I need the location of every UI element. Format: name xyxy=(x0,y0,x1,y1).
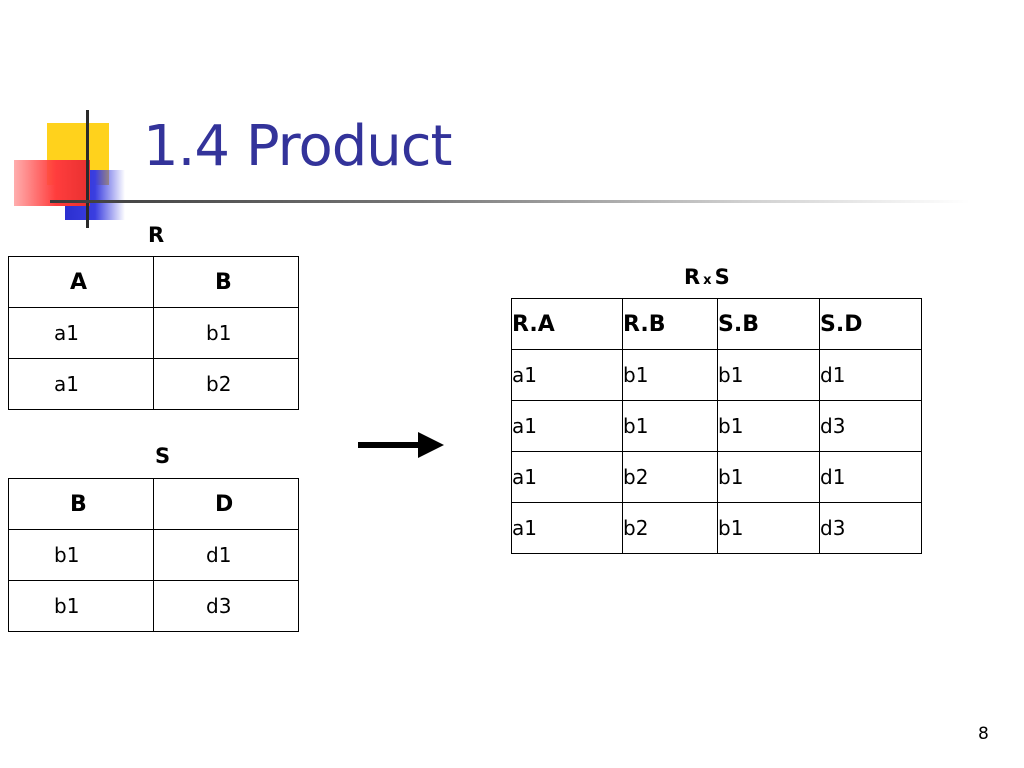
table-header-cell: R.B xyxy=(622,298,718,350)
table-header-cell: S.D xyxy=(819,298,922,350)
table-row: a1 b1 xyxy=(8,307,299,359)
table-cell: a1 xyxy=(511,502,623,554)
label-right: S xyxy=(714,265,730,289)
table-header-cell: R.A xyxy=(511,298,623,350)
table-cell: d3 xyxy=(153,580,299,632)
table-cell: b2 xyxy=(153,358,299,410)
slide-title: 1.4 Product xyxy=(143,114,452,179)
table-cell: b1 xyxy=(717,502,820,554)
table-cell: d1 xyxy=(153,529,299,581)
page-number: 8 xyxy=(978,724,989,744)
table-cell: a1 xyxy=(511,400,623,452)
table-header-row: R.A R.B S.B S.D xyxy=(511,298,922,350)
table-cell: a1 xyxy=(511,451,623,503)
table-row: a1 b2 xyxy=(8,358,299,410)
table-cell: b2 xyxy=(622,502,718,554)
table-row: a1 b2 b1 d3 xyxy=(511,502,922,554)
table-row: b1 d3 xyxy=(8,580,299,632)
table-cell: d3 xyxy=(819,400,922,452)
product-operator: x xyxy=(703,273,712,288)
table-cell: b2 xyxy=(622,451,718,503)
table-cell: d1 xyxy=(819,349,922,401)
arrow-right-icon xyxy=(358,432,444,458)
table-row: a1 b1 b1 d3 xyxy=(511,400,922,452)
table-rxs: R.A R.B S.B S.D a1 b1 b1 d1 a1 b1 b1 d3 … xyxy=(511,298,922,554)
table-cell: b1 xyxy=(8,580,154,632)
table-row: b1 d1 xyxy=(8,529,299,581)
table-cell: b1 xyxy=(717,451,820,503)
table-cell: b1 xyxy=(717,349,820,401)
vertical-rule xyxy=(86,110,89,228)
table-cell: d1 xyxy=(819,451,922,503)
table-cell: b1 xyxy=(8,529,154,581)
table-row: a1 b2 b1 d1 xyxy=(511,451,922,503)
table-header-row: B D xyxy=(8,478,299,530)
table-cell: b1 xyxy=(622,349,718,401)
table-r-label: R xyxy=(148,223,165,247)
table-s-label: S xyxy=(155,444,171,468)
table-cell: b1 xyxy=(717,400,820,452)
table-cell: a1 xyxy=(511,349,623,401)
table-cell: a1 xyxy=(8,307,154,359)
red-square-decoration xyxy=(14,160,90,206)
table-header-row: A B xyxy=(8,256,299,308)
table-cell: b1 xyxy=(622,400,718,452)
table-r: A B a1 b1 a1 b2 xyxy=(8,256,299,410)
table-cell: a1 xyxy=(8,358,154,410)
table-header-cell: A xyxy=(8,256,154,308)
label-left: R xyxy=(684,265,701,289)
table-header-cell: B xyxy=(8,478,154,530)
table-header-cell: D xyxy=(153,478,299,530)
table-s: B D b1 d1 b1 d3 xyxy=(8,478,299,632)
table-row: a1 b1 b1 d1 xyxy=(511,349,922,401)
title-underline xyxy=(50,200,970,203)
table-header-cell: S.B xyxy=(717,298,820,350)
table-header-cell: B xyxy=(153,256,299,308)
table-cell: b1 xyxy=(153,307,299,359)
table-cell: d3 xyxy=(819,502,922,554)
